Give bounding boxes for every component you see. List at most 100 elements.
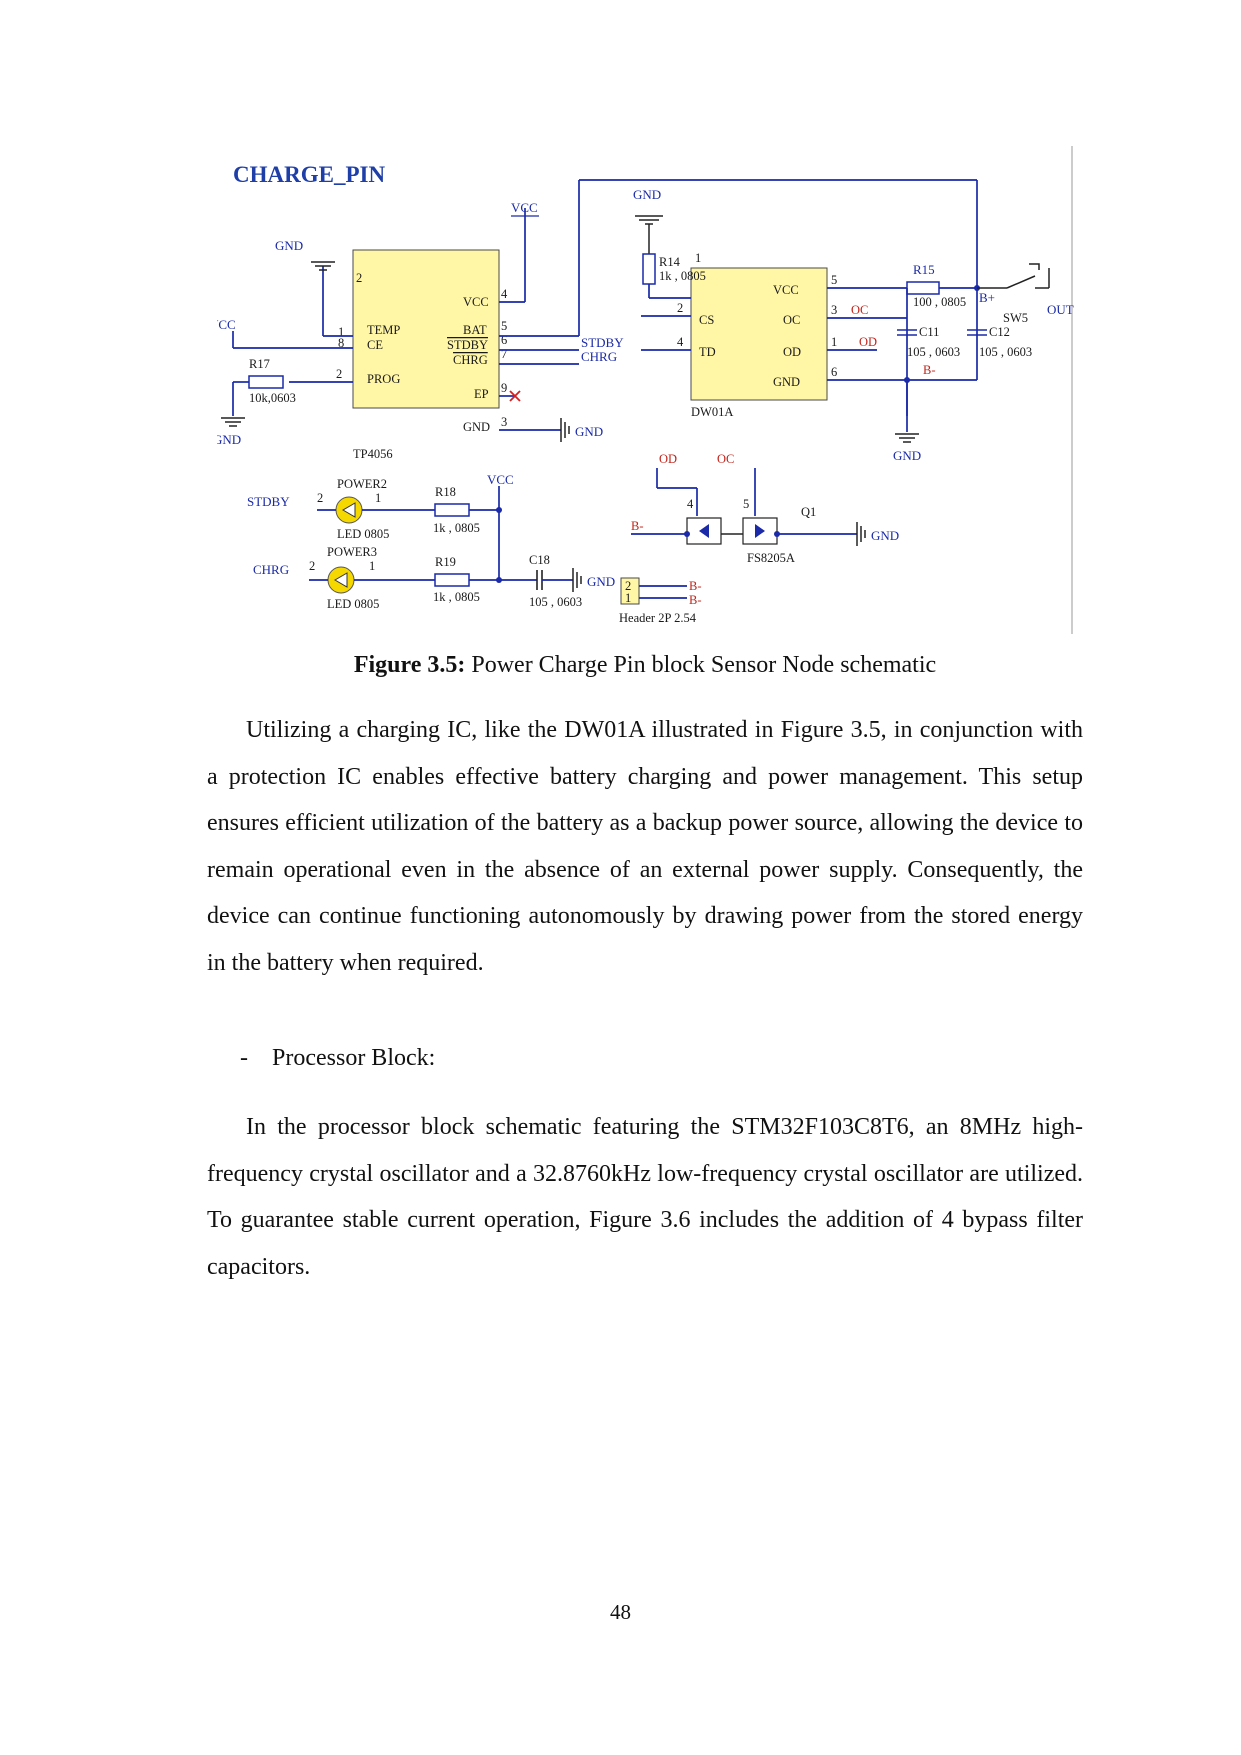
dw01a-pin-gnd: GND (773, 375, 800, 389)
c18-gnd-label: GND (587, 574, 615, 589)
tp4056-pin-num-3: 3 (501, 415, 507, 429)
tp4056-pin3-gnd-label: GND (575, 424, 603, 439)
tp4056-gnd-label: GND (275, 238, 303, 253)
r17-ref: R17 (249, 357, 270, 371)
oc-net-label: OC (851, 303, 868, 317)
r14-ref: R14 (659, 255, 681, 269)
gnd-symbol-q1 (856, 522, 866, 546)
q1-b-minus-label: B- (631, 519, 644, 533)
q1-oc-label: OC (717, 452, 734, 466)
caption-text: Power Charge Pin block Sensor Node schem… (471, 652, 937, 678)
dw01a-pin-num-4: 4 (677, 335, 684, 349)
tp4056-pin-ep: EP (474, 387, 489, 401)
dw01a-pin-num-1: 1 (695, 251, 701, 265)
dw01a-chip (690, 267, 828, 401)
b-plus-net-label: B+ (979, 290, 995, 305)
body-paragraph-1: Utilizing a charging IC, like the DW01A … (207, 717, 1083, 976)
q1-od-label: OD (659, 452, 677, 466)
power2-value: LED 0805 (337, 527, 389, 541)
gnd-symbol-tp4056-top (311, 261, 335, 271)
tp4056-top-vcc-label: VCC (511, 200, 538, 215)
tp4056-pin-num-7: 7 (501, 347, 507, 361)
led-vcc-label: VCC (487, 472, 514, 487)
dw01a-pin-num-3: 3 (831, 303, 837, 317)
tp4056-pin-vcc: VCC (463, 295, 489, 309)
q1-pin-5: 5 (743, 497, 749, 511)
header-value: Header 2P 2.54 (619, 611, 697, 625)
section-bullet: - Processor Block: (240, 1045, 436, 1071)
q1-value: FS8205A (747, 551, 795, 565)
r14-value: 1k , 0805 (659, 269, 706, 283)
q1-ref: Q1 (801, 505, 816, 519)
tp4056-pin-num-9: 9 (501, 381, 507, 395)
power2-pin-2: 2 (317, 491, 323, 505)
resistor-r19 (434, 573, 470, 587)
q1-gnd-label: GND (871, 528, 899, 543)
tp4056-pin-num-top: 2 (356, 271, 362, 285)
dw01a-top-gnd-label: GND (633, 187, 661, 202)
b-minus-net-label-top: B- (923, 363, 936, 377)
c12-value: 105 , 0603 (979, 345, 1032, 359)
tp4056-name: TP4056 (353, 447, 393, 461)
dw01a-pin-num-2: 2 (677, 301, 683, 315)
power3-ref: POWER3 (327, 545, 377, 559)
c11-value: 105 , 0603 (907, 345, 960, 359)
dw01a-bottom-gnd-label: GND (893, 448, 921, 463)
tp4056-pin-temp: TEMP (367, 323, 400, 337)
header-b-minus-1: B- (689, 579, 702, 593)
tp4056-pin-ce: CE (367, 338, 383, 352)
header-2p (620, 577, 640, 605)
header-pin-2: 2 (625, 579, 631, 593)
r15-ref: R15 (913, 262, 935, 277)
stdby-net-label: STDBY (581, 335, 624, 350)
tp4056-chip (352, 249, 500, 409)
dw01a-pin-oc: OC (783, 313, 800, 327)
tp4056-pin-prog: PROG (367, 372, 400, 386)
capacitor-c12 (967, 329, 987, 336)
figure-caption: Figure 3.5: Power Charge Pin block Senso… (200, 652, 1090, 679)
c12-ref: C12 (989, 325, 1010, 339)
q1-pin-4: 4 (687, 497, 694, 511)
schematic-figure: CHARGE_PIN VCC BAT STDBY CHRG EP GND TEM… (209, 146, 1079, 634)
gnd-symbol-dw01a-bottom (895, 433, 919, 443)
led-chrg-label: CHRG (253, 562, 289, 577)
dw01a-pin-td: TD (699, 345, 716, 359)
capacitor-c11 (897, 329, 917, 336)
dw01a-pin-num-1b: 1 (831, 335, 837, 349)
r17-value: 10k,0603 (249, 391, 296, 405)
power2-pin-1: 1 (375, 491, 381, 505)
power3-value: LED 0805 (327, 597, 379, 611)
dw01a-pin-num-5: 5 (831, 273, 837, 287)
tp4056-pin-num-8: 8 (338, 336, 344, 350)
c18-ref: C18 (529, 553, 550, 567)
led-stdby-label: STDBY (247, 494, 290, 509)
r18-value: 1k , 0805 (433, 521, 480, 535)
gnd-symbol-c18 (572, 568, 582, 592)
power3-pin-1: 1 (369, 559, 375, 573)
r19-value: 1k , 0805 (433, 590, 480, 604)
tp4056-pin-num-4: 4 (501, 287, 508, 301)
resistor-r17 (248, 375, 284, 389)
dw01a-pin-num-6: 6 (831, 365, 837, 379)
dw01a-name: DW01A (691, 405, 733, 419)
sw5-ref: SW5 (1003, 311, 1028, 325)
c11-ref: C11 (919, 325, 939, 339)
resistor-r14 (642, 253, 656, 285)
tp4056-pin-chrg: CHRG (453, 353, 488, 367)
page-number: 48 (610, 1600, 631, 1624)
schematic-diagram: CHARGE_PIN VCC BAT STDBY CHRG EP GND TEM… (209, 146, 1079, 634)
resistor-r18 (434, 503, 470, 517)
gnd-symbol-r17 (221, 417, 245, 427)
r18-ref: R18 (435, 485, 456, 499)
resistor-r15 (906, 281, 940, 295)
od-net-label: OD (859, 335, 877, 349)
tp4056-pin-num-1: 1 (338, 325, 344, 339)
out-net-label: OUT (1047, 302, 1074, 317)
c18-value: 105 , 0603 (529, 595, 582, 609)
power2-ref: POWER2 (337, 477, 387, 491)
dw01a-pin-cs: CS (699, 313, 714, 327)
tp4056-vcc-label: VCC (217, 317, 236, 332)
tp4056-pin-bat: BAT (463, 323, 487, 337)
dw01a-pin-od: OD (783, 345, 801, 359)
caption-label: Figure 3.5: (353, 652, 466, 678)
